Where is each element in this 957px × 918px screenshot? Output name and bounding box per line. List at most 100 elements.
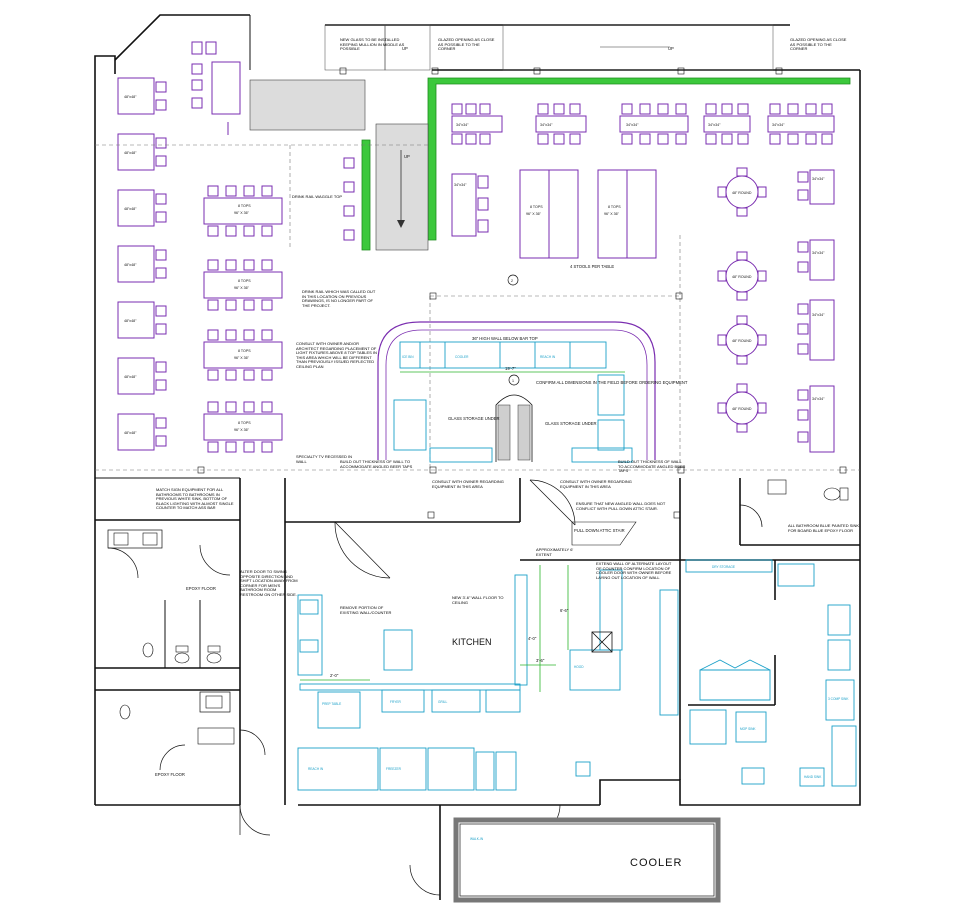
high-top-table: 8 TOPS 96" X 36" bbox=[597, 169, 657, 259]
eight-top-size: 96" X 36" bbox=[526, 212, 542, 216]
eight-top-label: 8 TOPS bbox=[530, 205, 543, 209]
table-48x48: 48"x48" bbox=[117, 133, 167, 171]
equip-cooler: COOLER bbox=[455, 355, 469, 359]
round-label: 48" ROUND bbox=[732, 339, 752, 343]
note-consult-equip-2: CONSULT WITH OWNER REGARDING EQUIPMENT I… bbox=[560, 480, 632, 489]
column-markers bbox=[197, 67, 847, 519]
round-table: 48" ROUND bbox=[717, 167, 767, 217]
equip-walk-in: WALK-IN bbox=[470, 837, 484, 841]
equip-freezer: FREEZER bbox=[386, 767, 402, 771]
equip-hand-sink: HAND SINK bbox=[804, 775, 822, 779]
note-extend-wall: EXTEND WALL OF ALTERNATE LAYOUT OF COUNT… bbox=[596, 562, 672, 580]
note-new-wall: ENSURE THAT NEW ANGLED WALL DOES NOT CON… bbox=[576, 502, 666, 511]
note-alter-door: ALTER DOOR TO SWING OPPOSITE DIRECTION A… bbox=[240, 570, 298, 597]
table-48x48: 48"x48" bbox=[117, 245, 167, 283]
note-top-left: NEW GLASS TO BE INSTALLED KEEPING MULLIO… bbox=[340, 38, 405, 52]
note-bar-rail-2: DRINK RAIL WHICH WAS CALLED OUT IN THIS … bbox=[302, 290, 376, 308]
eight-top-table: 8 TOPS 96" X 36" bbox=[203, 185, 283, 237]
table-label: 34"x34" bbox=[772, 123, 785, 127]
toilet-icon bbox=[174, 645, 190, 664]
table-label: 34"x34" bbox=[812, 251, 825, 255]
table-label: 48"x48" bbox=[124, 207, 137, 211]
booth: 34"x34" bbox=[797, 385, 835, 453]
eight-top-size: 96" X 36" bbox=[604, 212, 620, 216]
eight-top-label: 8 TOPS bbox=[238, 349, 251, 353]
grid-marker-2: 2 bbox=[511, 279, 513, 283]
note-glass-storage-2: GLASS STORAGE UNDER bbox=[545, 421, 597, 426]
top-notes: NEW GLASS TO BE INSTALLED KEEPING MULLIO… bbox=[340, 38, 847, 52]
table-48x48: 48"x48" bbox=[117, 77, 167, 115]
table-label: 48"x48" bbox=[124, 431, 137, 435]
toilet-icon bbox=[823, 487, 849, 501]
restroom-lower: EPOXY FLOOR bbox=[119, 691, 235, 777]
round-tables: 48" ROUND 48" ROUND 48" ROUND 48" ROUND bbox=[717, 167, 767, 433]
round-table: 48" ROUND bbox=[717, 383, 767, 433]
table-48x48: 48"x48" bbox=[117, 189, 167, 227]
eight-top-label: 8 TOPS bbox=[238, 421, 251, 425]
table-label: 34"x34" bbox=[540, 123, 553, 127]
glazed-wall bbox=[324, 24, 774, 71]
restroom-upper: EPOXY FLOOR MATCH SIGN EQUIPMENT FOR ALL… bbox=[107, 488, 298, 668]
table-label: 34"x34" bbox=[708, 123, 721, 127]
stair-label-center: UP bbox=[404, 154, 410, 159]
room-cooler: COOLER bbox=[630, 857, 682, 869]
kitchen: KITCHEN PREP TABLE FRYER GRILL REACH IN … bbox=[297, 548, 679, 791]
round-table: 48" ROUND bbox=[717, 315, 767, 365]
bar-equipment: ICE BIN COOLER REACH IN bbox=[393, 341, 633, 463]
right-wall-booths: 34"x34" 34"x34" 34"x34" 34"x34" bbox=[797, 169, 835, 453]
eight-top-tables: 8 TOPS 96" X 36" 8 TOPS 96" X 36" 8 TOPS… bbox=[203, 185, 283, 453]
grid-marker-1: 1 bbox=[512, 379, 514, 383]
dim-3: 3'-6" bbox=[536, 658, 545, 663]
mid-notes: CONSULT WITH OWNER REGARDING EQUIPMENT I… bbox=[432, 480, 666, 546]
table-group: 34"x34" bbox=[619, 103, 689, 145]
eight-top-table: 8 TOPS 96" X 36" bbox=[203, 259, 283, 311]
note-consult-equip-1: CONSULT WITH OWNER REGARDING EQUIPMENT I… bbox=[432, 480, 504, 489]
table-label: 48"x48" bbox=[124, 375, 137, 379]
round-label: 48" ROUND bbox=[732, 407, 752, 411]
stair-label-right: UP bbox=[668, 46, 674, 51]
stair-arrow-icon bbox=[397, 150, 405, 228]
table-label: 34"x34" bbox=[812, 177, 825, 181]
dim-4: 4'-0" bbox=[528, 636, 537, 641]
sink-icon bbox=[767, 479, 787, 495]
eight-top-size: 96" X 36" bbox=[234, 356, 250, 360]
bar-area: 36" HIGH WALL BELOW BAR TOP ICE BIN COOL… bbox=[340, 321, 688, 473]
equip-three-comp: 3 COMP SINK bbox=[828, 697, 849, 701]
table-label: 34"x34" bbox=[626, 123, 639, 127]
high-top-table: 8 TOPS 96" X 36" bbox=[519, 169, 579, 259]
note-top-right: GLAZED OPENING AS CLOSE AS POSSIBLE TO T… bbox=[790, 38, 847, 52]
top-row-tables: 34"x34" 34"x34" 34"x34" 34"x34" 34"x34" bbox=[451, 103, 835, 237]
equip-prep: PREP TABLE bbox=[322, 702, 341, 706]
note-pull-down: PULL DOWN ATTIC STAIR bbox=[574, 528, 625, 533]
equip-fryer: FRYER bbox=[390, 700, 401, 704]
booth-left-column: 34"x34" bbox=[451, 173, 489, 237]
toilet-icon bbox=[142, 642, 154, 658]
table-48x48: 48"x48" bbox=[117, 413, 167, 451]
bar-back-storage bbox=[495, 394, 533, 462]
booth: 34"x34" bbox=[797, 239, 835, 281]
booth-upper-left bbox=[191, 41, 241, 135]
eight-top-table: 8 TOPS 96" X 36" bbox=[203, 401, 283, 453]
toilet-icon bbox=[119, 704, 131, 720]
eight-top-label: 8 TOPS bbox=[608, 205, 621, 209]
center-left-notes: DRINK RAIL WAGGLE TOP DRINK RAIL WHICH W… bbox=[292, 195, 377, 463]
eight-top-label: 8 TOPS bbox=[238, 279, 251, 283]
back-kitchen: DRY STORAGE MOP SINK 3 COMP SINK HAND SI… bbox=[685, 559, 857, 787]
restroom-right: ALL BATHROOM BLUE PAINTED SINK FOR BOARD… bbox=[767, 479, 859, 532]
equip-dry-storage: DRY STORAGE bbox=[712, 565, 735, 569]
stair-label-left: UP bbox=[402, 46, 408, 51]
grid-marker-icon: 1 bbox=[508, 374, 520, 386]
equip-mop: MOP SINK bbox=[740, 727, 756, 731]
booth: 34"x34" bbox=[797, 169, 835, 205]
table-group: 34"x34" bbox=[451, 103, 503, 145]
eight-top-size: 96" X 36" bbox=[234, 211, 250, 215]
table-label: 48"x48" bbox=[124, 319, 137, 323]
note-bar-rail: DRINK RAIL WAGGLE TOP bbox=[292, 195, 342, 199]
toilet-icon bbox=[206, 645, 222, 664]
table-group: 34"x34" bbox=[703, 103, 751, 145]
booth: 34"x34" bbox=[797, 299, 835, 361]
note-glass-storage-1: GLASS STORAGE UNDER bbox=[448, 416, 500, 421]
cooler: COOLER WALK-IN bbox=[439, 804, 721, 903]
sink-icon bbox=[205, 695, 223, 709]
eight-top-size: 96" X 36" bbox=[234, 428, 250, 432]
